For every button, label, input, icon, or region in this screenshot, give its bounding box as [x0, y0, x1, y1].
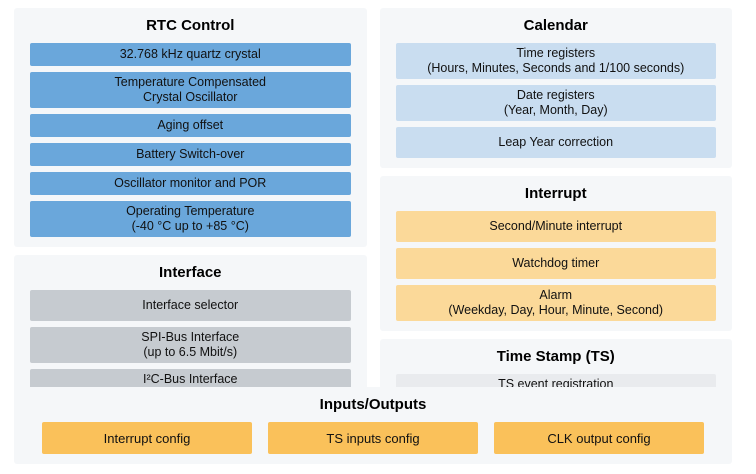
- bar-aging-offset: Aging offset: [30, 114, 351, 137]
- bar-clk-output-config: CLK output config: [494, 422, 704, 454]
- interrupt-bars: Second/Minute interrupt Watchdog timer A…: [395, 211, 716, 321]
- bar-alarm: Alarm (Weekday, Day, Hour, Minute, Secon…: [395, 285, 716, 321]
- bar-label: Aging offset: [157, 118, 224, 132]
- bar-label: CLK output config: [547, 430, 651, 446]
- bar-battery-switch-over: Battery Switch-over: [30, 143, 351, 166]
- bar-label: I²C-Bus Interface: [143, 372, 238, 386]
- left-column: RTC Control 32.768 kHz quartz crystal Te…: [14, 8, 367, 415]
- inputs-outputs-title: Inputs/Outputs: [319, 396, 427, 413]
- bar-label: Interface selector: [142, 298, 239, 312]
- bar-label: Interrupt config: [103, 430, 191, 446]
- bar-spi-bus-interface: SPI-Bus Interface (up to 6.5 Mbit/s): [30, 327, 351, 363]
- bar-label: Leap Year correction: [498, 135, 614, 149]
- bar-watchdog-timer: Watchdog timer: [395, 248, 716, 279]
- bar-label: TS inputs config: [326, 430, 420, 446]
- bar-label: (Weekday, Day, Hour, Minute, Second): [448, 303, 664, 317]
- bar-time-registers: Time registers (Hours, Minutes, Seconds …: [395, 43, 716, 79]
- bar-leap-year-correction: Leap Year correction: [395, 127, 716, 158]
- panel-calendar: Calendar Time registers (Hours, Minutes,…: [379, 8, 732, 168]
- bar-second-minute-interrupt: Second/Minute interrupt: [395, 211, 716, 242]
- rtc-control-bars: 32.768 kHz quartz crystal Temperature Co…: [30, 43, 351, 237]
- bar-tcxo: Temperature Compensated Crystal Oscillat…: [30, 72, 351, 108]
- bar-label: Second/Minute interrupt: [489, 219, 623, 233]
- bar-label: 32.768 kHz quartz crystal: [119, 47, 261, 61]
- bar-interrupt-config: Interrupt config: [42, 422, 252, 454]
- interrupt-title: Interrupt: [524, 185, 587, 202]
- bar-label: SPI-Bus Interface: [141, 330, 240, 344]
- bar-label: (-40 °C up to +85 °C): [131, 219, 249, 233]
- bar-label: Crystal Oscillator: [143, 90, 238, 104]
- bar-label: (Year, Month, Day): [503, 103, 608, 117]
- bar-label: Operating Temperature: [126, 204, 255, 218]
- bar-label: Oscillator monitor and POR: [114, 176, 267, 190]
- bar-oscillator-monitor-por: Oscillator monitor and POR: [30, 172, 351, 195]
- bar-label: Time registers: [516, 46, 596, 60]
- bar-operating-temperature: Operating Temperature (-40 °C up to +85 …: [30, 201, 351, 237]
- bar-label: Alarm: [539, 288, 573, 302]
- inputs-outputs-bars: Interrupt config TS inputs config CLK ou…: [30, 422, 716, 454]
- bar-ts-inputs-config: TS inputs config: [268, 422, 478, 454]
- panel-interrupt: Interrupt Second/Minute interrupt Watchd…: [379, 176, 732, 331]
- diagram-columns: RTC Control 32.768 kHz quartz crystal Te…: [14, 8, 732, 420]
- panel-inputs-outputs: Inputs/Outputs Interrupt config TS input…: [14, 387, 732, 464]
- calendar-title: Calendar: [523, 17, 588, 34]
- bar-date-registers: Date registers (Year, Month, Day): [395, 85, 716, 121]
- panel-rtc-control: RTC Control 32.768 kHz quartz crystal Te…: [14, 8, 367, 247]
- bar-label: Watchdog timer: [512, 256, 600, 270]
- right-column: Calendar Time registers (Hours, Minutes,…: [379, 8, 732, 420]
- bar-label: Date registers: [516, 88, 595, 102]
- bar-quartz-crystal: 32.768 kHz quartz crystal: [30, 43, 351, 66]
- bar-label: (Hours, Minutes, Seconds and 1/100 secon…: [427, 61, 685, 75]
- bar-label: Temperature Compensated: [114, 75, 266, 89]
- bar-label: (up to 6.5 Mbit/s): [143, 345, 238, 359]
- interface-title: Interface: [158, 264, 222, 281]
- rtc-control-title: RTC Control: [146, 17, 235, 34]
- bar-interface-selector: Interface selector: [30, 290, 351, 321]
- calendar-bars: Time registers (Hours, Minutes, Seconds …: [395, 43, 716, 158]
- bar-label: Battery Switch-over: [136, 147, 245, 161]
- time-stamp-title: Time Stamp (TS): [496, 348, 615, 365]
